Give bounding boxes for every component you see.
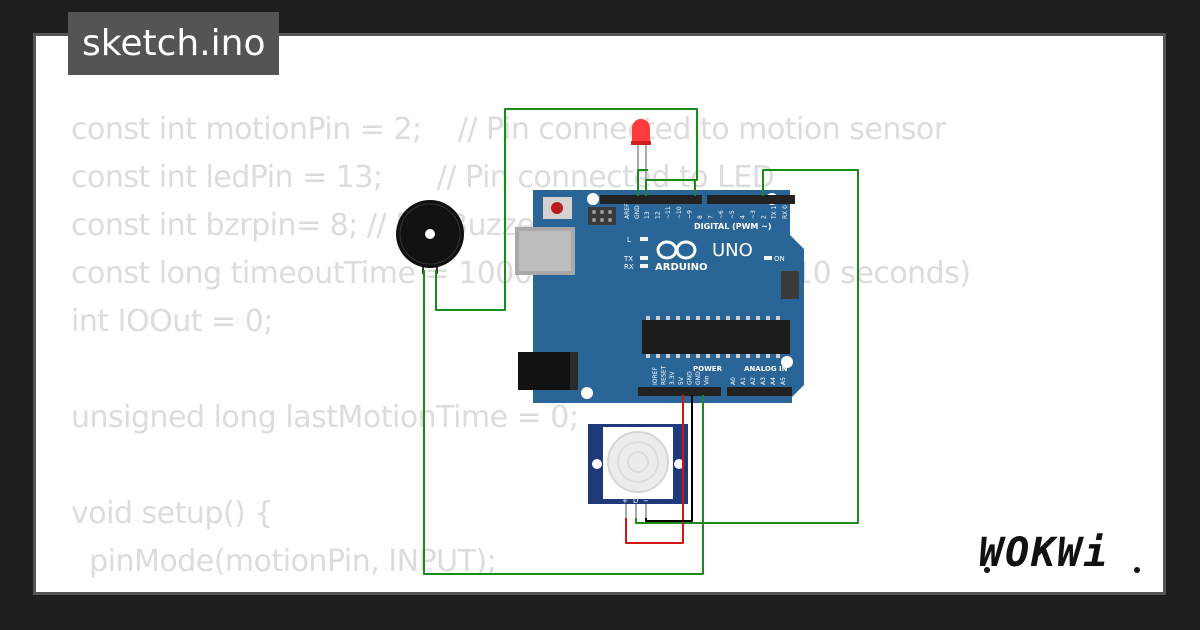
buzzer[interactable] <box>396 200 464 274</box>
pin-label: RESET <box>661 365 668 385</box>
power-header-label: POWER <box>693 365 723 373</box>
icsp-header <box>588 207 616 225</box>
pin-label: A1 <box>740 377 747 385</box>
power-jack <box>518 352 576 390</box>
pin-label: 3.3V <box>669 370 676 385</box>
wire-pir-gnd <box>645 395 693 522</box>
analog-header <box>727 387 792 396</box>
led-label-rx: RX <box>624 263 634 271</box>
pin-label: 12 <box>655 211 662 219</box>
board-model: UNO <box>712 240 753 261</box>
pin-label: 5V <box>678 376 685 385</box>
pin-label: ~11 <box>665 206 672 219</box>
wokwi-logo: WOKWi <box>979 530 1140 576</box>
pin-label: 13 <box>644 211 651 219</box>
atmega-chip <box>642 320 790 354</box>
pir-pin-label-data: D <box>633 497 638 505</box>
mounting-hole <box>592 459 602 469</box>
wire-buzzer-gnd <box>423 270 704 575</box>
pin-label: 2 <box>761 215 768 219</box>
pin-label: GND <box>695 371 702 385</box>
digital-header-label: DIGITAL (PWM ~) <box>694 222 772 231</box>
red-led[interactable] <box>631 119 651 196</box>
pin-label-aref: AREF <box>624 203 631 219</box>
led-tx <box>640 256 648 260</box>
code-line: const int ledPin = 13; // Pin connected … <box>71 160 775 195</box>
board-brand: ARDUINO <box>655 262 707 273</box>
pin-label: GND <box>686 371 693 385</box>
pin-label: A3 <box>760 377 767 385</box>
pin-label: A5 <box>780 377 787 385</box>
mounting-hole <box>781 356 793 368</box>
mounting-hole <box>674 459 684 469</box>
led-rx <box>640 264 648 268</box>
mounting-hole <box>587 193 599 205</box>
arduino-infinity-icon <box>656 240 697 260</box>
buzzer-hole-icon <box>425 229 435 239</box>
wire-led-gnd <box>637 169 648 196</box>
pin-label: RX 0 <box>782 205 789 219</box>
power-header <box>638 387 721 396</box>
reset-button[interactable] <box>551 202 563 214</box>
led-label-tx: TX <box>623 255 633 263</box>
wire-pir-5v <box>625 395 684 544</box>
pin-label: ~9 <box>686 210 693 219</box>
wire-buzzer-pin8 <box>435 108 698 311</box>
analog-header-label: ANALOG IN <box>744 365 788 373</box>
pin-label: ~3 <box>750 210 757 219</box>
wire-pir-data-pin2 <box>635 169 859 524</box>
digital-header-left <box>600 195 702 204</box>
pin-label: ~6 <box>718 210 725 219</box>
led-l <box>640 237 648 241</box>
pir-pin-label-vcc: + <box>622 497 628 505</box>
pin-label: TX 1 <box>771 205 778 220</box>
arduino-uno-board[interactable]: ARDUINO UNO DIGITAL (PWM ~) POWER ANALOG… <box>515 190 804 403</box>
pin-label: A2 <box>750 377 757 385</box>
pin-label: ~5 <box>729 210 736 219</box>
file-tab[interactable]: sketch.ino <box>68 12 280 75</box>
led-label-l: L <box>627 236 631 244</box>
pin-label: 8 <box>697 215 704 219</box>
led-label-on: ON <box>774 255 785 263</box>
pir-motion-sensor[interactable]: + D − <box>588 424 688 518</box>
mounting-hole <box>581 387 593 399</box>
pin-label: A0 <box>730 377 737 385</box>
code-line: unsigned long lastMotionTime = 0; <box>71 400 579 435</box>
pir-pin-label-gnd: − <box>643 497 649 505</box>
pin-label: ~10 <box>676 206 683 219</box>
pin-label-gnd: GND <box>634 205 641 219</box>
pin-label: 7 <box>708 215 715 219</box>
pin-label: Vin <box>704 375 711 385</box>
led-on <box>764 256 772 260</box>
pin-label: IOREF <box>652 367 659 385</box>
icsp-header-right <box>781 271 799 299</box>
pin-label: 4 <box>739 215 746 219</box>
code-line: const int motionPin = 2; // Pin connecte… <box>71 112 946 147</box>
wokwi-logo-text: WOKWi <box>979 530 1109 576</box>
pin-label: A4 <box>770 377 777 385</box>
pir-dome <box>607 431 669 493</box>
digital-header-right <box>707 195 795 204</box>
code-line: int IOOut = 0; <box>71 304 273 339</box>
code-line: void setup() { <box>71 496 273 531</box>
